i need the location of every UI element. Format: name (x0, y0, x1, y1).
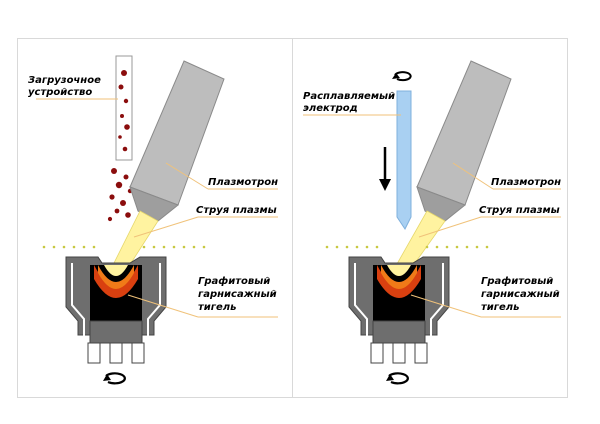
label-plasmatron: Плазмотрон (208, 177, 278, 188)
melt-inner (98, 265, 134, 289)
particle (123, 174, 129, 180)
particle (109, 194, 115, 200)
rotation-arrow-icon (386, 372, 409, 385)
particle (115, 181, 123, 189)
particle (118, 84, 124, 90)
down-arrow-icon (379, 147, 391, 191)
melt-outer (377, 265, 421, 298)
particle (122, 146, 128, 152)
crucible-channel (354, 263, 368, 357)
powder-particles (107, 70, 133, 222)
particle (123, 98, 129, 104)
crucible-channel (71, 263, 85, 357)
label-crucible-line3: тигель (481, 302, 519, 313)
leader-lines (36, 98, 278, 318)
crucible-leg (370, 342, 384, 364)
label-electrode-line2: электрод (303, 103, 358, 114)
label-crucible-line2: гарнисажный (198, 289, 277, 300)
particle (120, 114, 124, 118)
crucible-leg (131, 342, 145, 364)
particle (118, 135, 122, 139)
level-dots (42, 245, 206, 249)
melt-top (387, 265, 411, 276)
particle (107, 216, 113, 222)
melt-top (104, 265, 128, 276)
particle (125, 212, 131, 218)
crucible-base (89, 320, 143, 344)
label-plasmatron: Плазмотрон (491, 177, 561, 188)
label-crucible-line2: гарнисажный (481, 289, 560, 300)
particle (120, 200, 126, 206)
crucible-base (372, 320, 426, 344)
label-electrode-line1: Расплавляемый (303, 91, 395, 102)
label-crucible-line1: Графитовый (198, 275, 270, 287)
particle (111, 168, 117, 174)
rotation-arrow-icon (392, 71, 412, 82)
crucible-leg (87, 342, 101, 364)
panel-left-svg: Загрузочное устройство Плазмотрон Струя … (28, 55, 278, 385)
consumable-electrode (396, 90, 412, 230)
panel-electrode: Расплавляемый электрод Плазмотрон Струя … (292, 38, 568, 398)
particle (124, 124, 130, 130)
loader-tube (115, 55, 133, 161)
crucible-leg (109, 342, 123, 364)
crucible-channel (147, 263, 161, 357)
label-plasma-jet: Струя плазмы (196, 205, 277, 216)
leader-lines (303, 114, 561, 318)
melt-inner (381, 265, 417, 289)
level-dots (325, 245, 489, 249)
label-loader-line1: Загрузочное (28, 75, 101, 86)
label-plasma-jet: Струя плазмы (479, 205, 560, 216)
particle (114, 208, 120, 214)
label-crucible-line3: тигель (198, 302, 236, 313)
label-crucible-line1: Графитовый (481, 275, 553, 287)
panel-right-svg: Расплавляемый электрод Плазмотрон Струя … (303, 60, 561, 385)
crucible-leg (392, 342, 406, 364)
rotation-arrow-icon (103, 372, 126, 385)
label-loader-line2: устройство (28, 87, 92, 98)
particle (121, 70, 127, 76)
crucible-leg (414, 342, 428, 364)
melt-outer (94, 265, 138, 298)
crucible-channel (430, 263, 444, 357)
panel-powder-feed: Загрузочное устройство Плазмотрон Струя … (17, 38, 293, 398)
